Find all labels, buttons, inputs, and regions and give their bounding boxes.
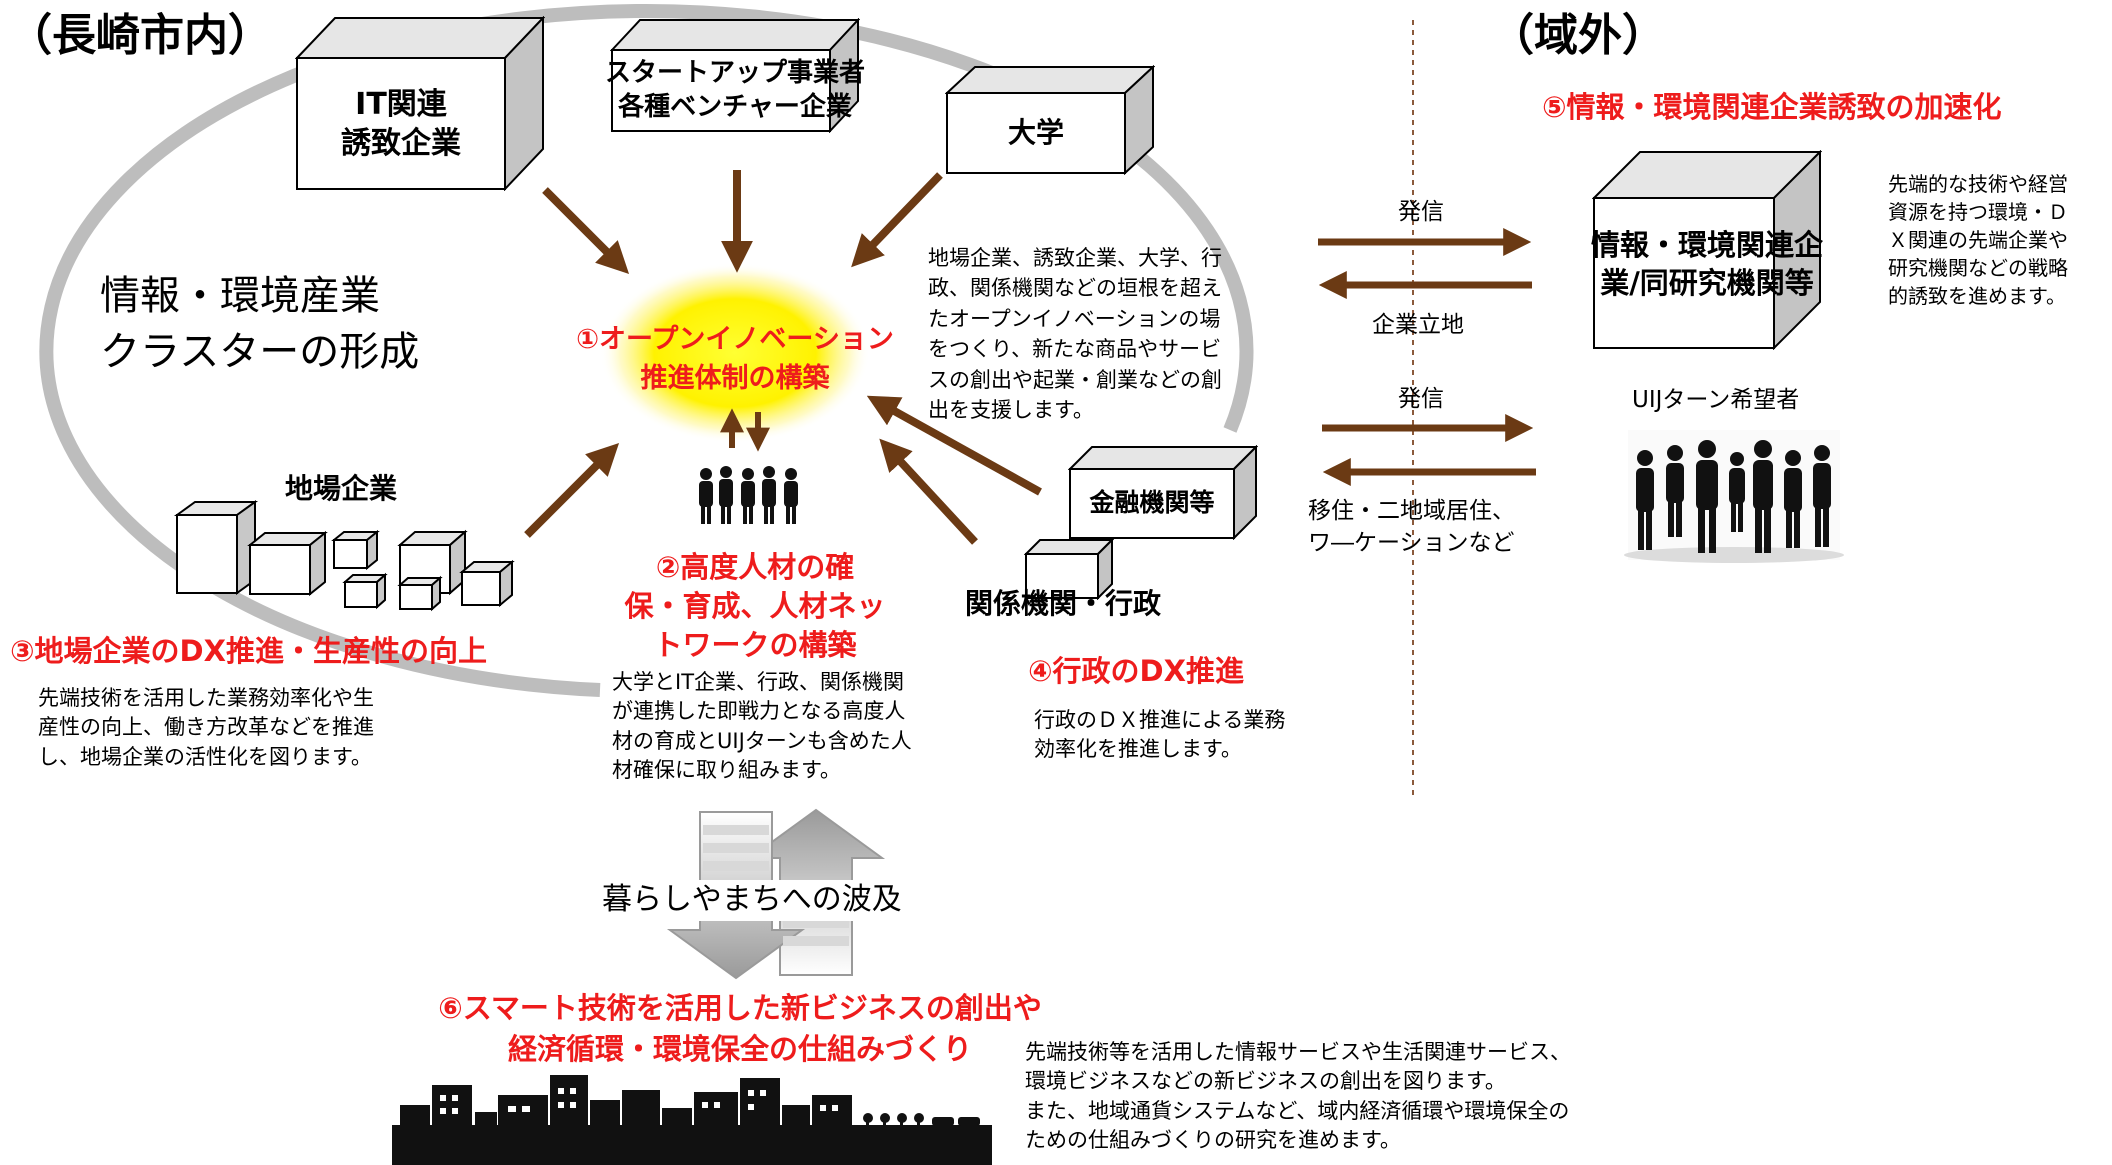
talent-people-icon [699,466,798,524]
heading-outside: （域外） [1490,10,1666,61]
ripple-arrows [666,808,886,980]
flow-send-2: 発信 [1398,386,1444,412]
university-label: 大学 [1007,115,1064,149]
heading-inside: （長崎市内） [8,10,272,61]
startups-box: スタートアップ事業者 各種ベンチャー企業 [605,18,866,133]
local-dx-title: ③地場企業のDX推進・生産性の向上 [10,634,487,668]
it-companies-box: IT関連 誘致企業 [295,16,545,191]
inflow-arrows [524,170,1042,545]
local-companies-label: 地場企業 [285,472,398,505]
attraction-description: 先端的な技術や経営 資源を持つ環境・Ｄ Ｘ関連の先端企業や 研究機関などの戦略 … [1888,172,2068,308]
finance-label: 金融機関等 [1089,488,1215,518]
innovation-glow [600,263,870,443]
smart-title: ⑥スマート技術を活用した新ビジネスの創出や 経済循環・環境保全の仕組みづくり [438,991,1042,1066]
flow-migrate: 移住・二地域居住、 ワ―ケーションなど [1308,498,1515,557]
external-flow-arrows [1318,228,1536,486]
uij-label: UIJターン希望者 [1632,387,1800,413]
flow-send-1: 発信 [1398,199,1444,225]
center-description: 地場企業、誘致企業、大学、行 政、関係機関などの垣根を超え たオープンイノベーシ… [928,246,1222,423]
government-label: 関係機関・行政 [965,587,1162,620]
uij-people-icon [1624,430,1844,563]
smart-description: 先端技術等を活用した情報サービスや生活関連サービス、 環境ビジネスなどの新ビジネ… [1025,1040,1571,1153]
gov-dx-description: 行政のＤＸ推進による業務 効率化を推進します。 [1034,708,1286,762]
gov-dx-title: ④行政のDX推進 [1028,654,1244,688]
talent-exchange-arrows [720,408,770,452]
government-box [1024,538,1114,600]
flow-locate: 企業立地 [1372,312,1464,338]
local-companies-boxes [173,500,515,612]
external-companies-label: 情報・環境関連企 業/同研究機関等 [1590,228,1823,300]
ripple-label: 暮らしやまちへの波及 [602,880,902,921]
it-companies-label: IT関連 誘致企業 [341,86,461,161]
external-companies-box: 情報・環境関連企 業/同研究機関等 [1591,150,1823,350]
startups-label: スタートアップ事業者 各種ベンチャー企業 [605,58,866,122]
talent-title: ②高度人材の確 保・育成、人材ネッ トワークの構築 [624,550,886,663]
city-skyline-icon [392,1075,992,1165]
cluster-title: 情報・環境産業 クラスターの形成 [100,273,420,375]
talent-description: 大学とIT企業、行政、関係機関 が連携した即戦力となる高度人 材の育成とUIJタ… [612,670,912,783]
attraction-title: ⑤情報・環境関連企業誘致の加速化 [1542,90,2002,124]
local-dx-description: 先端技術を活用した業務効率化や生 産性の向上、働き方改革などを推進 し、地場企業… [38,686,374,769]
finance-box: 金融機関等 [1068,445,1258,540]
university-box: 大学 [945,65,1155,175]
center-title: ①オープンイノベーション 推進体制の構築 [576,324,894,395]
